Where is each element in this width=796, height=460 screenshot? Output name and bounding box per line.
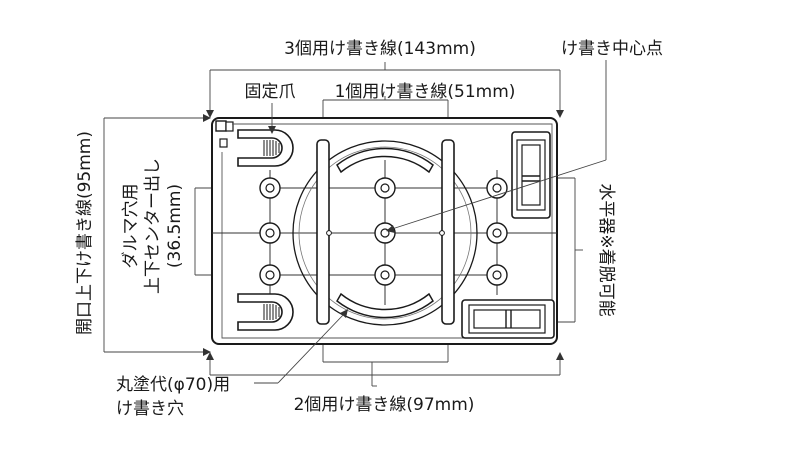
label-fixing-claw: 固定爪 <box>245 82 296 102</box>
label-97mm: 2個用け書き線(97mm) <box>294 395 475 415</box>
label-level: 水平器※着脱可能 <box>596 183 616 316</box>
label-dharma-1: ダルマ穴用 <box>121 184 141 269</box>
fixing-claw-bottom <box>237 293 294 331</box>
dim-95-line <box>103 114 211 356</box>
round-top-slot <box>336 147 434 174</box>
round-bottom-slot <box>336 292 434 319</box>
leader-lines <box>254 60 607 384</box>
label-95mm: 開口上下け書き線(95mm) <box>75 131 95 335</box>
label-dharma-3: (36.5mm) <box>165 184 185 268</box>
label-dharma-2: 上下センター出し <box>143 158 163 294</box>
level-vertical <box>511 131 551 219</box>
label-round-1: 丸塗代(φ70)用 <box>116 374 230 395</box>
template-plate <box>211 117 558 345</box>
level-horizontal <box>461 299 555 339</box>
label-round-2: け書き穴 <box>116 399 184 419</box>
label-51mm: 1個用け書き線(51mm) <box>335 82 516 102</box>
label-143mm: 3個用け書き線(143mm) <box>284 39 476 59</box>
fixing-claw-top <box>237 129 294 167</box>
scribe-holes <box>259 177 508 286</box>
label-center-point: け書き中心点 <box>561 39 663 59</box>
dim-143-line <box>206 62 564 118</box>
